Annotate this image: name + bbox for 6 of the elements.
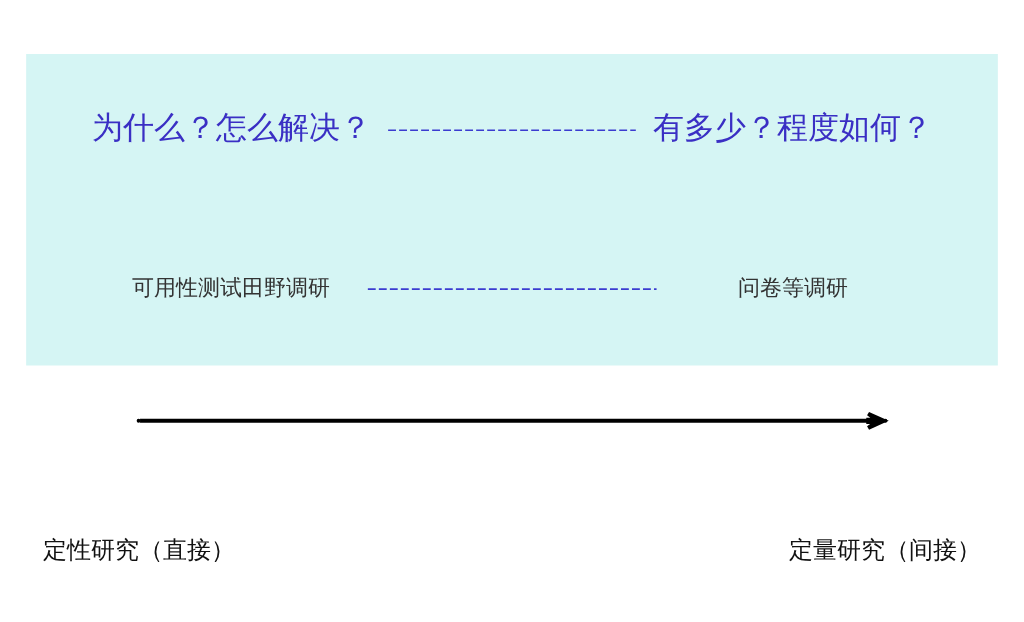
node-text: 有多少？程度如何？ <box>653 108 933 145</box>
label: 定量研究（间接） <box>789 535 982 564</box>
node-text: 可用性测试田野调研 <box>132 274 331 300</box>
node-text: 为什么？怎么解决？ <box>91 108 371 145</box>
node-text: 问卷等调研 <box>737 274 848 300</box>
label: 定性研究（直接） <box>42 535 235 564</box>
